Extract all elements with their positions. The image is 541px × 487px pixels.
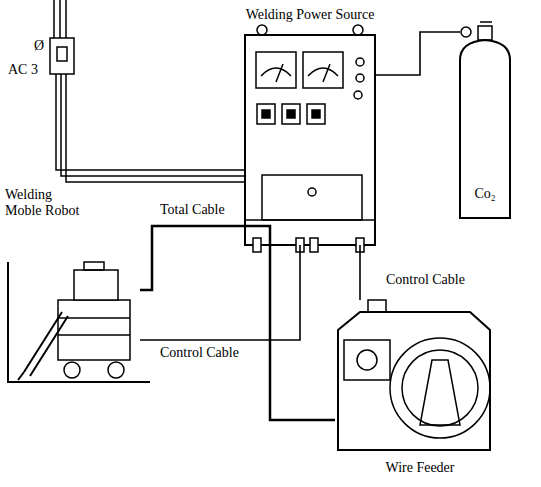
- knob: [257, 104, 275, 124]
- cable: [140, 226, 335, 420]
- cylinder-valve: [478, 26, 492, 40]
- wheel: [108, 362, 124, 378]
- wire-feeder: Wire Feeder: [335, 300, 493, 455]
- cable-label: Control Cable: [384, 272, 467, 288]
- supply-wires: [54, 0, 66, 38]
- node-label: Welding Moble Robot: [5, 187, 87, 219]
- switch-box: [50, 38, 74, 74]
- robot-knob: [84, 262, 104, 270]
- cable: [375, 32, 460, 75]
- node-label: Wire Feeder: [365, 460, 475, 476]
- torch: [24, 312, 68, 376]
- valve-handle: [480, 21, 492, 23]
- knob: [312, 110, 320, 118]
- feed-roll: [357, 350, 377, 370]
- terminal: [310, 238, 318, 252]
- robot-body: [58, 300, 130, 360]
- base-line: [245, 219, 375, 221]
- cabinet: [245, 35, 375, 245]
- gas-cylinder: Co₂: [460, 28, 510, 218]
- annotation-label: Ø: [32, 38, 46, 54]
- annotation-label: AC 3: [6, 62, 40, 78]
- feed-motor: [344, 340, 390, 380]
- feeder-housing: [338, 312, 490, 450]
- knob: [307, 104, 325, 124]
- cable-label: Total Cable: [158, 202, 227, 218]
- lower-panel: [262, 175, 362, 220]
- welding-robot: Welding Moble Robot: [40, 262, 140, 382]
- power-source: Welding Power Source: [245, 35, 375, 245]
- cable: [359, 245, 361, 300]
- cable-label: Control Cable: [158, 345, 241, 361]
- meter-scale: [261, 64, 338, 82]
- knob: [262, 110, 270, 118]
- gas-cylinder: [460, 40, 510, 218]
- spool-hub: [420, 360, 460, 425]
- wire-spool: [402, 350, 478, 426]
- wheel: [64, 362, 80, 378]
- lamp: [356, 74, 364, 82]
- cable: [140, 245, 300, 340]
- regulator: [461, 27, 471, 37]
- lamp: [354, 91, 362, 99]
- switch-lever: [57, 47, 67, 61]
- knob: [282, 104, 300, 124]
- feeder-knob: [368, 300, 386, 312]
- robot-panel: [58, 318, 130, 335]
- torch-tip: [18, 372, 24, 380]
- robot-head: [74, 270, 118, 300]
- terminal: [253, 238, 261, 252]
- supply-wires: [56, 74, 245, 182]
- lifting-eye: [257, 25, 267, 35]
- wire-spool: [390, 338, 490, 438]
- node-label: Co₂: [463, 186, 507, 202]
- meter: [303, 52, 343, 88]
- knob: [287, 110, 295, 118]
- meter: [256, 52, 296, 88]
- workpiece: [8, 262, 150, 382]
- lifting-eye: [353, 25, 363, 35]
- node-label: Welding Power Source: [225, 7, 395, 23]
- panel-screw: [308, 188, 316, 196]
- lamp: [356, 58, 364, 66]
